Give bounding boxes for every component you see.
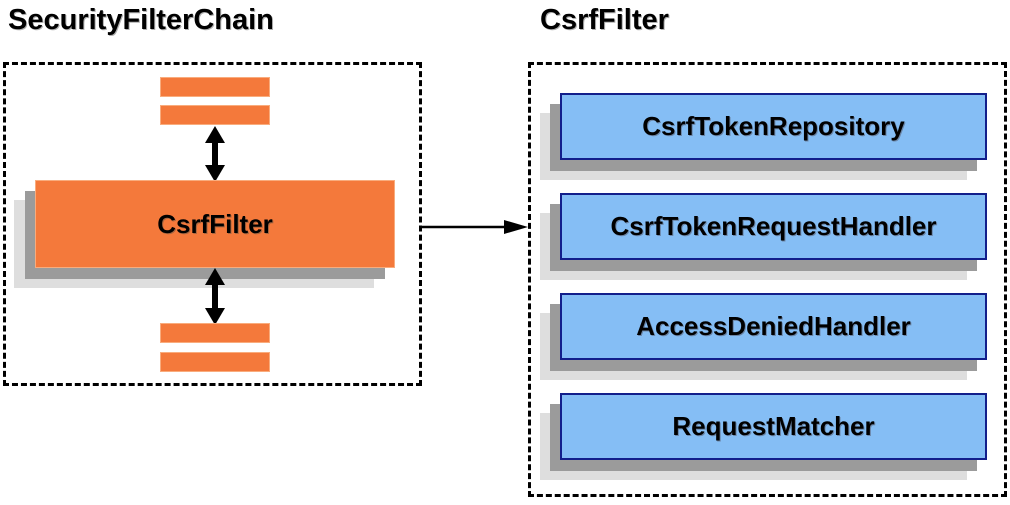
filter-bar bbox=[160, 77, 270, 97]
csrf-token-request-handler-box: CsrfTokenRequestHandler bbox=[560, 193, 987, 260]
access-denied-handler-box: AccessDeniedHandler bbox=[560, 293, 987, 360]
double-arrow-icon bbox=[202, 126, 228, 182]
double-arrow-icon bbox=[202, 268, 228, 325]
filter-bar bbox=[160, 323, 270, 343]
security-filter-chain-title: SecurityFilterChain bbox=[8, 4, 274, 36]
security-filter-chain-container bbox=[3, 62, 422, 386]
csrf-filter-container bbox=[528, 62, 1007, 497]
connector-arrow-icon bbox=[422, 219, 528, 235]
csrf-token-repository-box: CsrfTokenRepository bbox=[560, 93, 987, 160]
filter-bar bbox=[160, 105, 270, 125]
csrf-filter-box: CsrfFilter bbox=[35, 180, 395, 268]
csrf-filter-title: CsrfFilter bbox=[540, 4, 669, 36]
filter-bar bbox=[160, 352, 270, 372]
request-matcher-box: RequestMatcher bbox=[560, 393, 987, 460]
